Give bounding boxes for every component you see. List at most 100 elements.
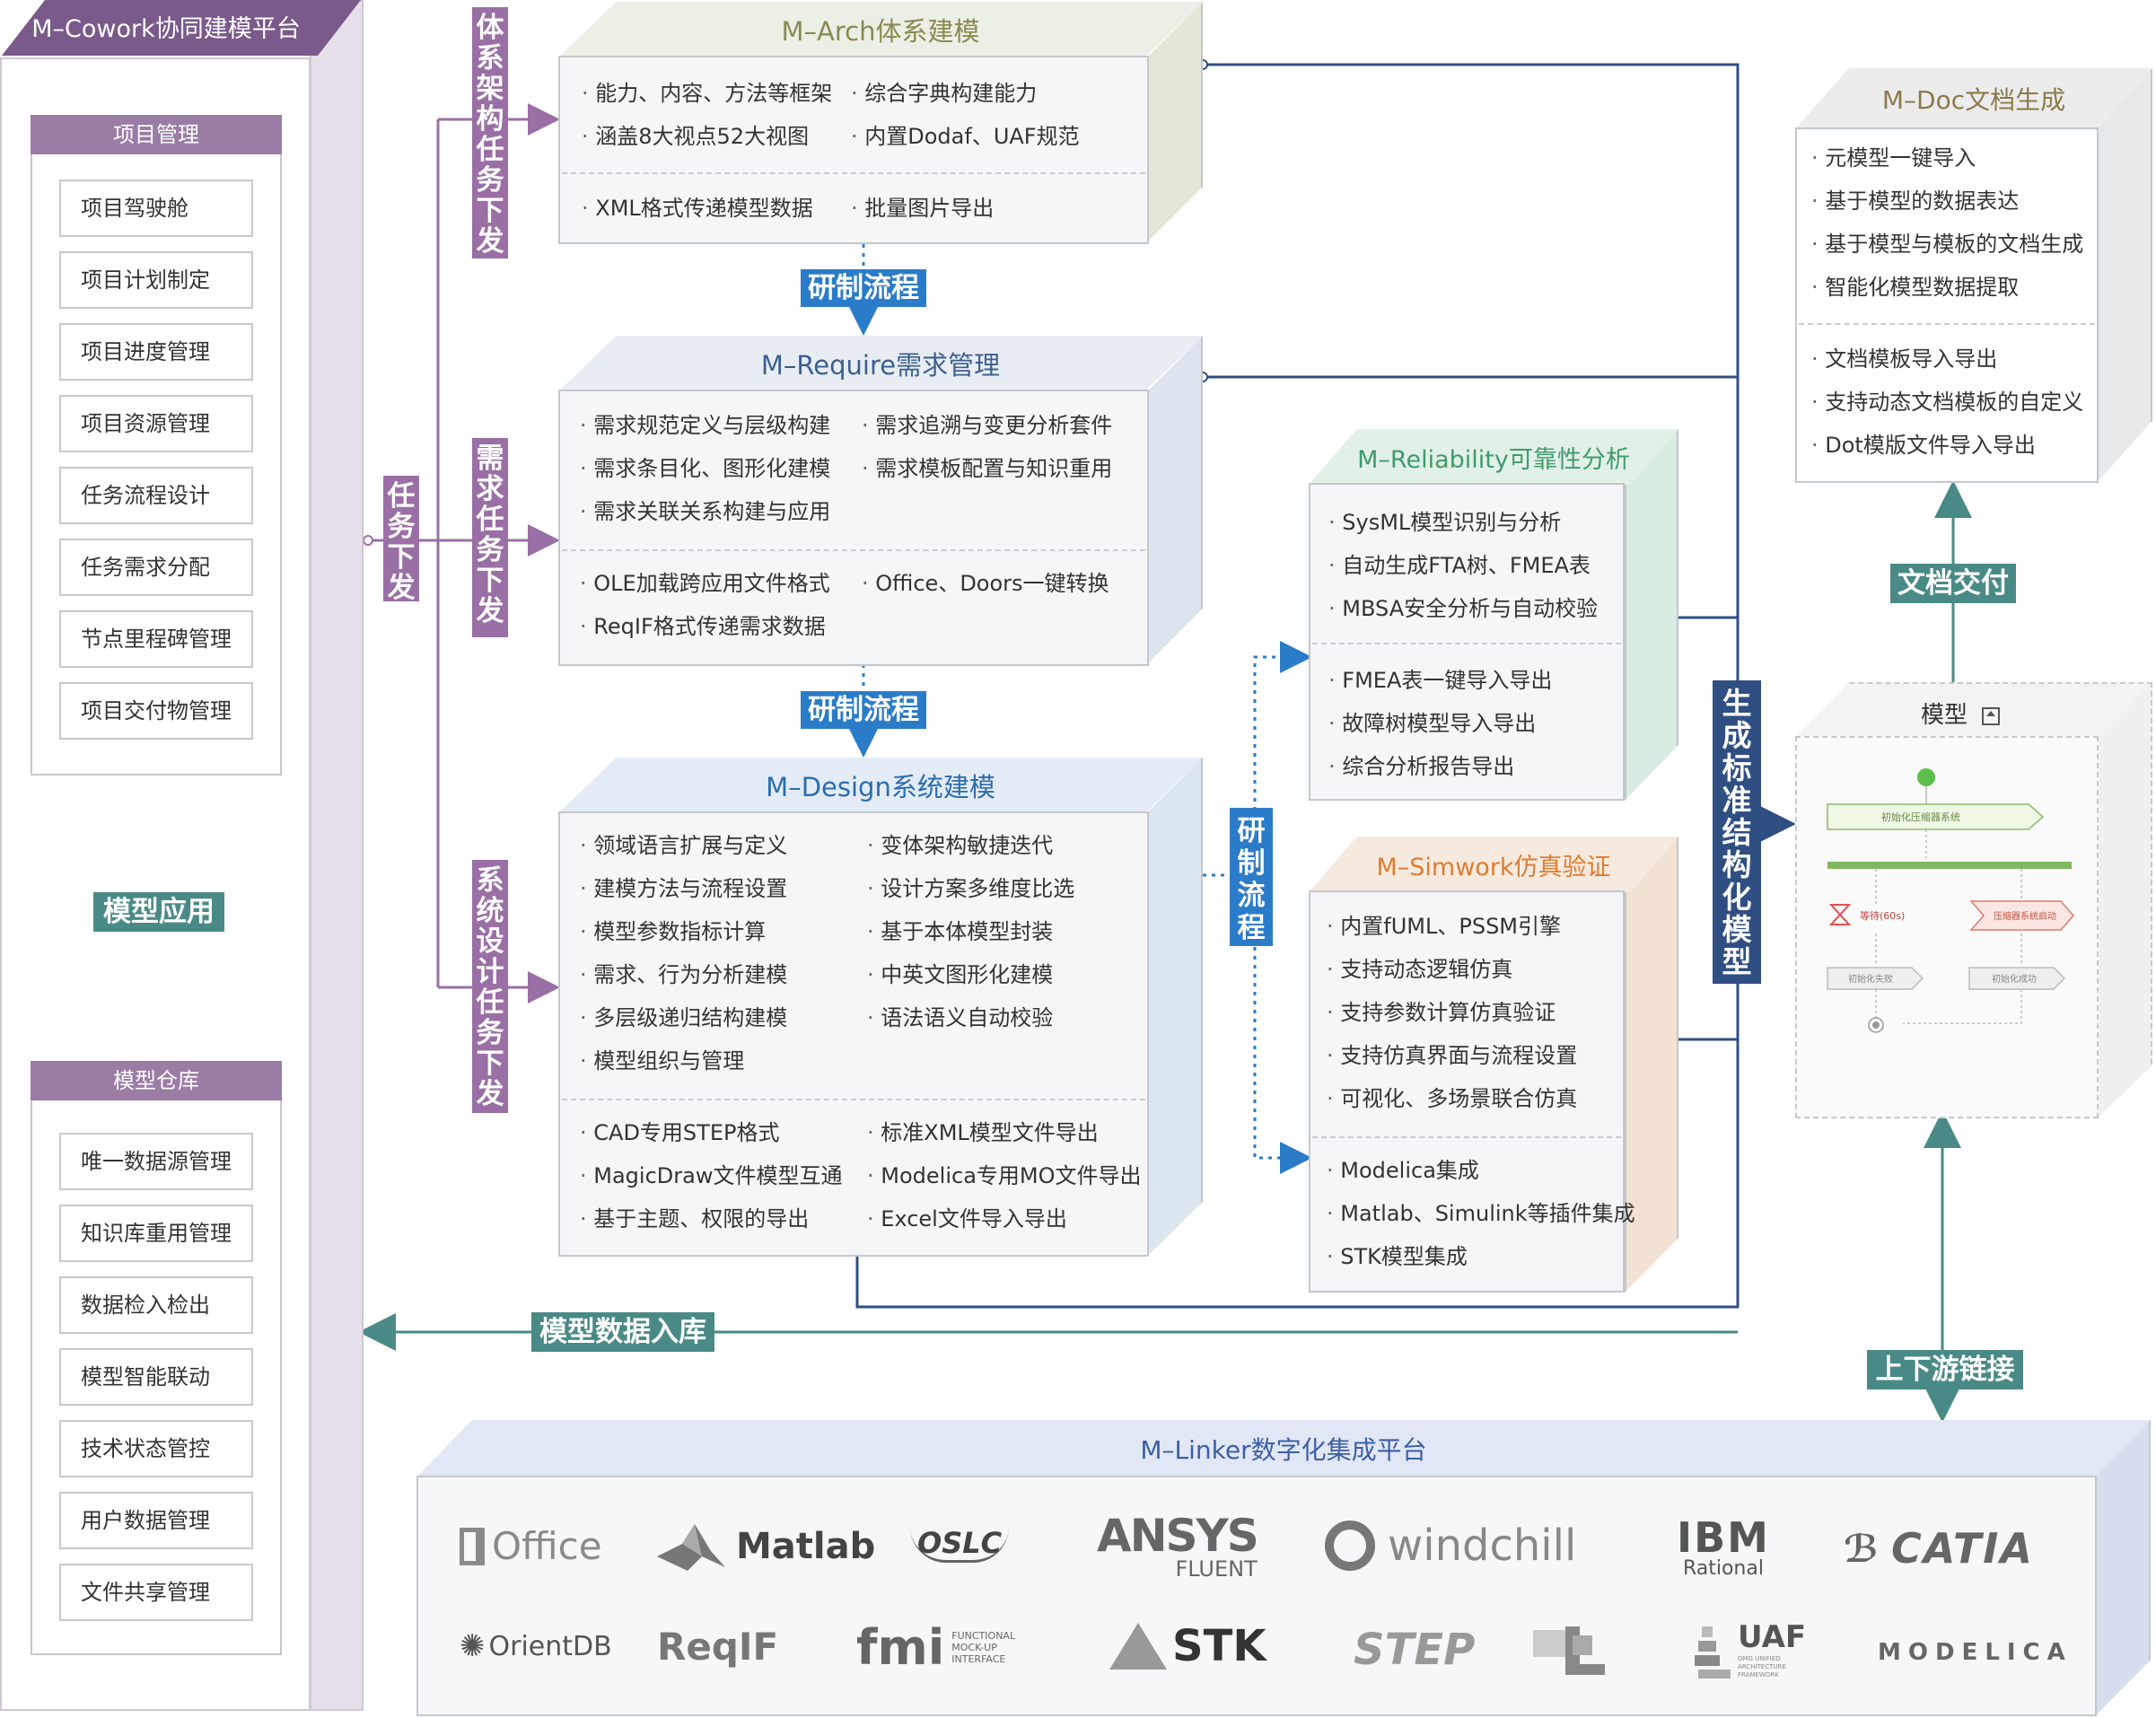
design-divider [562, 1099, 1145, 1100]
action-compressor-start-label: 压缩器系统启动 [1994, 910, 2056, 922]
ansys-text: ANSYS [1097, 1510, 1259, 1562]
sysml-icon [1533, 1626, 1605, 1675]
warehouse-item[interactable]: 文件共享管理 [59, 1564, 253, 1621]
reliability-title: M–Reliability可靠性分析 [1309, 429, 1678, 485]
flow-label-1: 研制流程 [801, 269, 926, 307]
flow-label-3: 研制流程 [1230, 808, 1273, 946]
task-arch-label: 体系架构任务下发 [472, 7, 508, 259]
ansys-logo: ANSYS FLUENT [1097, 1510, 1259, 1582]
design-feature-item: 需求、行为分析建模 [580, 953, 867, 996]
orientdb-logo: ✺ OrientDB [460, 1628, 612, 1664]
doc-feature-item: 智能化模型数据提取 [1811, 266, 2083, 309]
action-init-compressor [1827, 803, 2045, 830]
fmi-subtitle: FUNCTIONAL MOCK-UP INTERFACE [951, 1630, 1016, 1665]
require-divider [562, 549, 1145, 551]
warehouse-item[interactable]: 技术状态管控 [59, 1420, 253, 1477]
require-export-item: ReqIF格式传递需求数据 [580, 605, 862, 648]
linker-title: M–Linker数字化集成平台 [416, 1420, 2151, 1477]
fork-bar [1827, 862, 2072, 869]
doc-feature-item: 元模型一键导入 [1811, 136, 2083, 180]
warehouse-item[interactable]: 唯一数据源管理 [59, 1133, 253, 1190]
fmi-logo: fmi FUNCTIONAL MOCK-UP INTERFACE [856, 1619, 1032, 1676]
reqif-text: ReqIF [657, 1625, 779, 1669]
model-apply-label: 模型应用 [93, 892, 224, 932]
wait-label: 等待(60s) [1860, 909, 1905, 922]
design-feature-item: 多层级递归结构建模 [580, 996, 867, 1039]
design-side [1147, 758, 1203, 1257]
arch-feature-item: 内置Dodaf、UAF规范 [851, 115, 1120, 158]
project-item[interactable]: 任务流程设计 [59, 467, 253, 524]
arch-top-list: 能力、内容、方法等框架综合字典构建能力涵盖8大视点52大视图内置Dodaf、UA… [582, 72, 1120, 158]
office-logo: Office [460, 1524, 602, 1568]
project-item[interactable]: 任务需求分配 [59, 539, 253, 596]
arch-title: M–Arch体系建模 [558, 2, 1203, 57]
design-bottom-list: CAD专用STEP格式标准XML模型文件导出MagicDraw文件模型互通Mod… [580, 1111, 1154, 1240]
project-item[interactable]: 节点里程碑管理 [59, 610, 253, 668]
uaf-text: UAF [1738, 1619, 1807, 1655]
doc-bottom-list: 文档模板导入导出支持动态文档模板的自定义Dot模版文件导入导出 [1811, 337, 2083, 467]
model-top [1795, 682, 2152, 738]
matlab-text: Matlab [736, 1526, 876, 1567]
warehouse-item[interactable]: 知识库重用管理 [59, 1205, 253, 1262]
doc-feature-item: 基于模型的数据表达 [1811, 180, 2083, 223]
design-top-list: 领域语言扩展与定义变体架构敏捷迭代建模方法与流程设置设计方案多维度比选模型参数指… [580, 824, 1154, 1083]
doc-feature-item: 基于模型与模板的文档生成 [1811, 223, 2083, 266]
oslc-logo: OSLC [910, 1526, 1010, 1563]
simwork-integration-item: Modelica集成 [1327, 1149, 1635, 1192]
doc-side [2097, 68, 2152, 483]
doc-top-list: 元模型一键导入基于模型的数据表达基于模型与模板的文档生成智能化模型数据提取 [1811, 136, 2083, 309]
require-bottom-list: OLE加载跨应用文件格式Office、Doors一键转换ReqIF格式传递需求数… [580, 562, 1136, 648]
generate-model-label: 生成标准结构化模型 [1713, 680, 1761, 984]
simwork-bottom-list: Modelica集成Matlab、Simulink等插件集成STK模型集成 [1327, 1149, 1635, 1278]
hourglass-icon [1828, 904, 1852, 925]
stk-icon [1109, 1623, 1167, 1670]
orientdb-icon: ✺ [460, 1628, 486, 1664]
uaf-subtitle: OMG UNIFIED ARCHITECTURE FRAMEWORK [1738, 1655, 1786, 1679]
catia-text: CATIA [1890, 1524, 2035, 1573]
fluent-text: FLUENT [1175, 1556, 1258, 1582]
doc-title: M–Doc文档生成 [1795, 68, 2152, 129]
arch-feature-item: 涵盖8大视点52大视图 [582, 115, 851, 158]
project-item[interactable]: 项目交付物管理 [59, 682, 253, 740]
task-main-label: 任务下发 [383, 476, 419, 603]
matlab-icon [657, 1524, 725, 1571]
project-item[interactable]: 项目计划制定 [59, 251, 253, 309]
design-title: M–Design系统建模 [558, 758, 1203, 813]
doc-deliver-label: 文档交付 [1890, 564, 2016, 603]
warehouse-item[interactable]: 用户数据管理 [59, 1492, 253, 1549]
activity-diagram: 初始化压缩器系统 等待(60s) 压缩器系统启动 初始化失败 初始化成功 [1827, 768, 2074, 1033]
design-export-item: Modelica专用MO文件导出 [867, 1154, 1154, 1197]
design-feature-item: 语法语义自动校验 [867, 996, 1154, 1039]
sysml-logo [1526, 1621, 1612, 1679]
require-export-item: Office、Doors一键转换 [862, 562, 1136, 605]
task-require-label: 需求任务下发 [472, 438, 508, 637]
stk-text: STK [1172, 1621, 1266, 1671]
design-feature-item: 中英文图形化建模 [867, 953, 1154, 996]
model-side [2097, 682, 2152, 1118]
design-feature-item: 模型组织与管理 [580, 1039, 867, 1083]
simwork-feature-item: 可视化、多场景联合仿真 [1327, 1077, 1577, 1120]
project-item[interactable]: 项目驾驶舱 [59, 180, 253, 237]
reliability-export-item: FMEA表一键导入导出 [1328, 659, 1552, 702]
reliability-feature-item: SysML模型识别与分析 [1328, 501, 1598, 544]
arch-bottom-list: XML格式传递模型数据批量图片导出 [582, 187, 1120, 230]
design-export-item: MagicDraw文件模型互通 [580, 1154, 867, 1197]
warehouse-item[interactable]: 数据检入检出 [59, 1276, 253, 1334]
arch-feature-item: 综合字典构建能力 [851, 72, 1120, 115]
warehouse-item[interactable]: 模型智能联动 [59, 1348, 253, 1406]
simwork-divider [1312, 1136, 1621, 1138]
project-item[interactable]: 项目资源管理 [59, 395, 253, 452]
stk-logo: STK [1109, 1621, 1266, 1671]
simwork-feature-item: 支持仿真界面与流程设置 [1327, 1034, 1577, 1077]
doc-divider [1799, 323, 2095, 325]
project-item[interactable]: 项目进度管理 [59, 323, 253, 381]
require-export-item: OLE加载跨应用文件格式 [580, 562, 862, 605]
require-top-list: 需求规范定义与层级构建需求追溯与变更分析套件需求条目化、图形化建模需求模板配置与… [580, 404, 1136, 533]
flow-label-2: 研制流程 [801, 691, 926, 729]
model-title-text: 模型 [1921, 702, 1968, 729]
require-feature-item: 需求规范定义与层级构建 [580, 404, 862, 447]
collapse-icon[interactable] [1982, 706, 2001, 725]
require-feature-item: 需求关联关系构建与应用 [580, 490, 862, 533]
arch-export-item: 批量图片导出 [851, 187, 1120, 230]
step-text: STEP [1354, 1625, 1476, 1675]
